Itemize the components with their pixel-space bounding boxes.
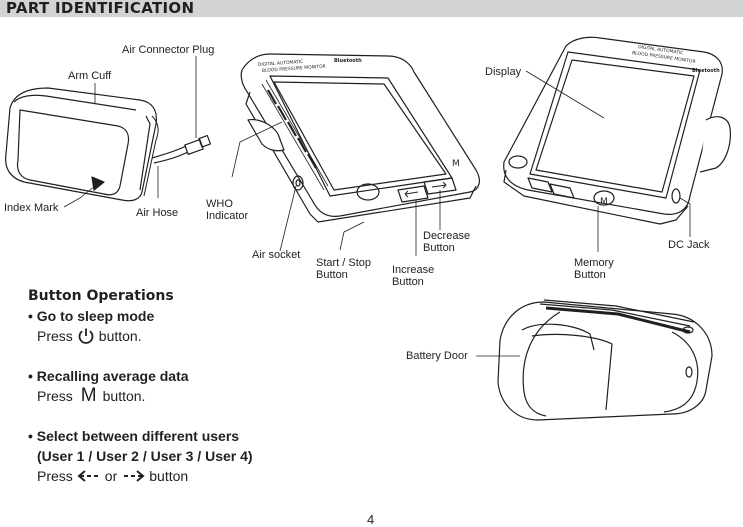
section-header-bar: PART IDENTIFICATION bbox=[0, 0, 743, 17]
op-sleep-instruction: Press button. bbox=[37, 328, 142, 344]
section-title: PART IDENTIFICATION bbox=[6, 0, 195, 17]
front-monitor-illustration bbox=[240, 53, 480, 223]
label-battery-door: Battery Door bbox=[406, 350, 468, 362]
label-arm-cuff: Arm Cuff bbox=[68, 70, 112, 82]
leader-lines bbox=[63, 56, 691, 357]
button-operations-title: Button Operations bbox=[28, 288, 174, 304]
label-dc-jack: DC Jack bbox=[668, 239, 710, 251]
op-users-instruction: Press or button bbox=[37, 468, 189, 484]
label-air-connector-plug: Air Connector Plug bbox=[122, 44, 215, 56]
side-brand-label: Bluetooth bbox=[692, 68, 720, 74]
page-number: 4 bbox=[367, 512, 375, 527]
power-icon bbox=[78, 328, 94, 344]
front-memory-key: M bbox=[452, 159, 460, 169]
side-memory-key: M bbox=[600, 197, 608, 207]
button-operations: Button Operations • Go to sleep mode Pre… bbox=[28, 286, 253, 486]
front-brand-label: Bluetooth bbox=[334, 58, 362, 64]
left-arrow-icon bbox=[77, 470, 98, 482]
op-users-subheading: (User 1 / User 2 / User 3 / User 4) bbox=[37, 448, 253, 464]
op-users-heading: • Select between different users bbox=[28, 428, 240, 444]
label-index-mark: Index Mark bbox=[4, 202, 59, 214]
memory-m-glyph: M bbox=[80, 385, 97, 406]
op-average-instruction: Press M button. bbox=[37, 385, 146, 406]
right-arrow-icon bbox=[124, 470, 145, 482]
op-average-heading: • Recalling average data bbox=[28, 368, 189, 384]
label-air-hose: Air Hose bbox=[136, 207, 179, 219]
front-device-label-2: BLOOD PRESSURE MONITOR bbox=[262, 64, 326, 74]
rear-monitor-illustration bbox=[497, 299, 713, 421]
label-display: Display bbox=[485, 66, 522, 78]
front-device-label-1: DIGITAL AUTOMATIC bbox=[258, 59, 304, 68]
side-monitor-illustration bbox=[503, 36, 731, 225]
arm-cuff-illustration bbox=[5, 87, 212, 202]
label-air-socket: Air socket bbox=[252, 249, 301, 261]
op-sleep-heading: • Go to sleep mode bbox=[28, 308, 155, 324]
